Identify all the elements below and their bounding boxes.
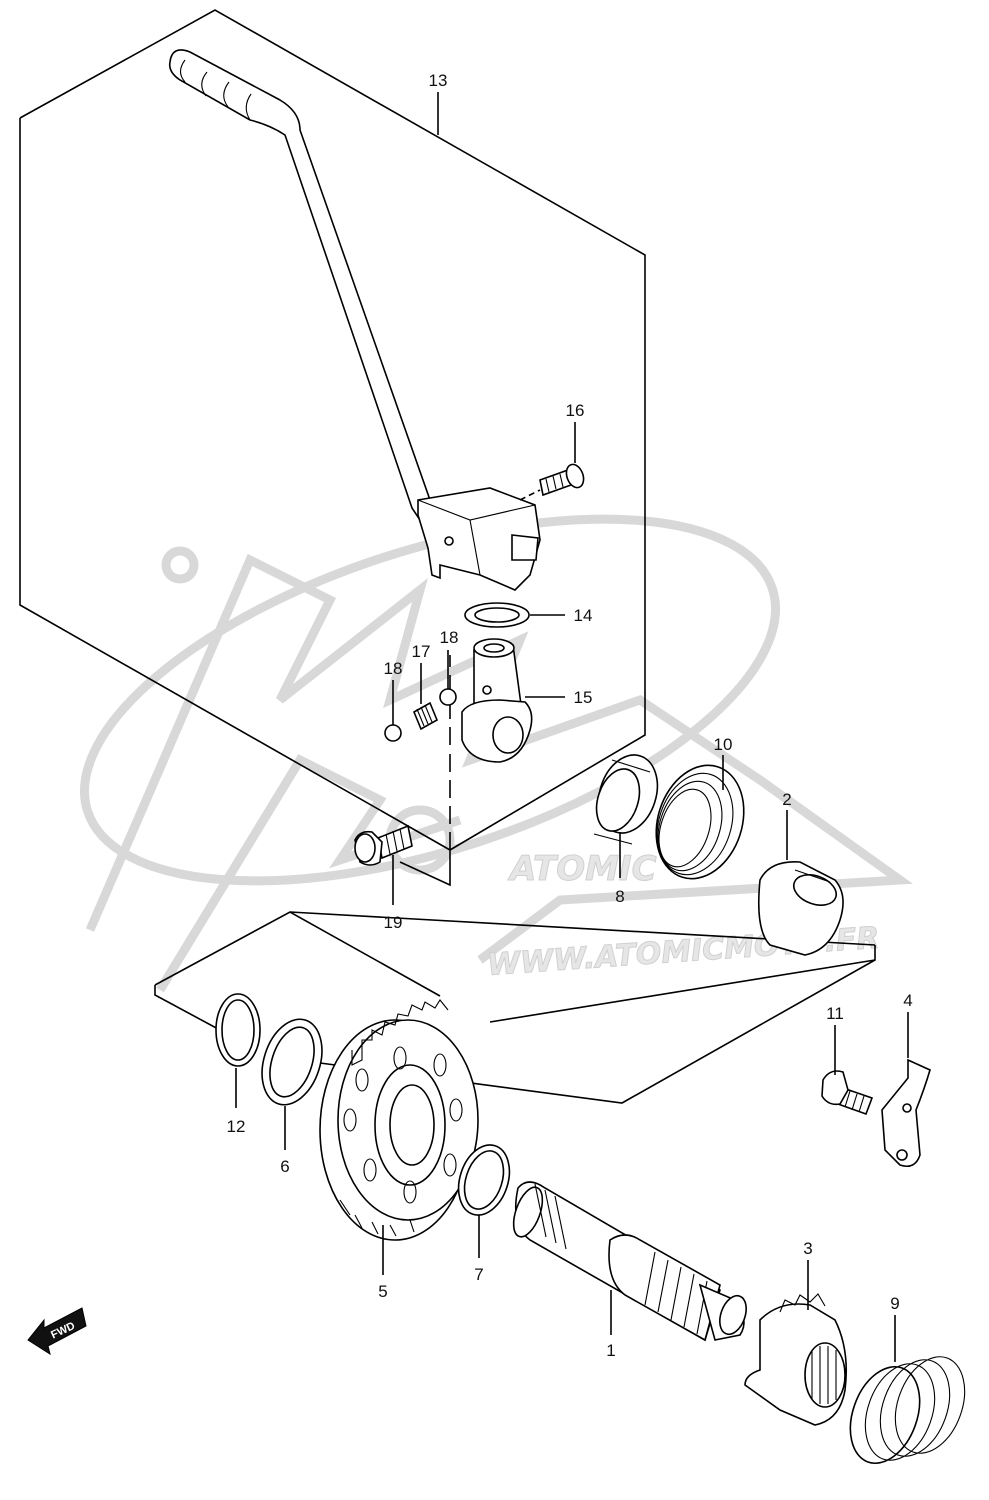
callout-9: 9 (890, 1294, 899, 1313)
callout-3: 3 (803, 1239, 812, 1258)
steel-ball-18-right (439, 688, 457, 706)
oil-seal-8 (593, 754, 659, 845)
callout-16: 16 (566, 401, 585, 420)
washer-7 (457, 1144, 511, 1216)
callout-13: 13 (429, 71, 448, 90)
kick-lever-assembly-frame (19, 9, 646, 851)
callout-labels: 13 16 14 18 17 18 15 10 2 8 19 11 4 12 6… (227, 71, 913, 1360)
callout-18-right: 18 (440, 628, 459, 647)
callout-5: 5 (378, 1282, 387, 1301)
bolt-11 (821, 1070, 874, 1116)
callout-19: 19 (384, 913, 403, 932)
callout-7: 7 (474, 1265, 483, 1284)
leader-lines (235, 92, 909, 1362)
callout-12: 12 (227, 1117, 246, 1136)
washer-14 (464, 602, 530, 628)
kick-drive-gear-5 (319, 999, 479, 1241)
kick-starter-shaft-1 (512, 1181, 747, 1342)
spring-17 (412, 701, 439, 731)
washer-6 (261, 1018, 323, 1106)
stopper-plate-4 (881, 1058, 931, 1168)
kick-boss (461, 638, 533, 763)
callout-1: 1 (606, 1341, 615, 1360)
watermark-logo: ATOMIC (507, 849, 657, 889)
kick-starter-lever (168, 49, 541, 591)
callout-18-left: 18 (384, 659, 403, 678)
callout-4: 4 (903, 991, 912, 1010)
lever-pinch-bolt (519, 463, 585, 501)
fwd-direction-arrow: FWD (27, 1307, 87, 1356)
spring-guide-2 (757, 861, 844, 956)
callout-14: 14 (574, 606, 593, 625)
steel-ball-18-left (384, 724, 402, 742)
circlip-12 (215, 993, 261, 1067)
kick-ratchet-spring-9 (849, 1356, 966, 1465)
callout-11: 11 (826, 1004, 844, 1023)
callout-15: 15 (574, 688, 593, 707)
return-spring-10 (655, 764, 745, 880)
callout-6: 6 (280, 1157, 289, 1176)
flange-bolt-19 (354, 824, 413, 866)
callout-8: 8 (615, 887, 624, 906)
callout-17: 17 (412, 642, 431, 661)
callout-10: 10 (714, 735, 733, 754)
kick-starter-ratchet-3 (744, 1293, 848, 1426)
callout-2: 2 (782, 790, 791, 809)
